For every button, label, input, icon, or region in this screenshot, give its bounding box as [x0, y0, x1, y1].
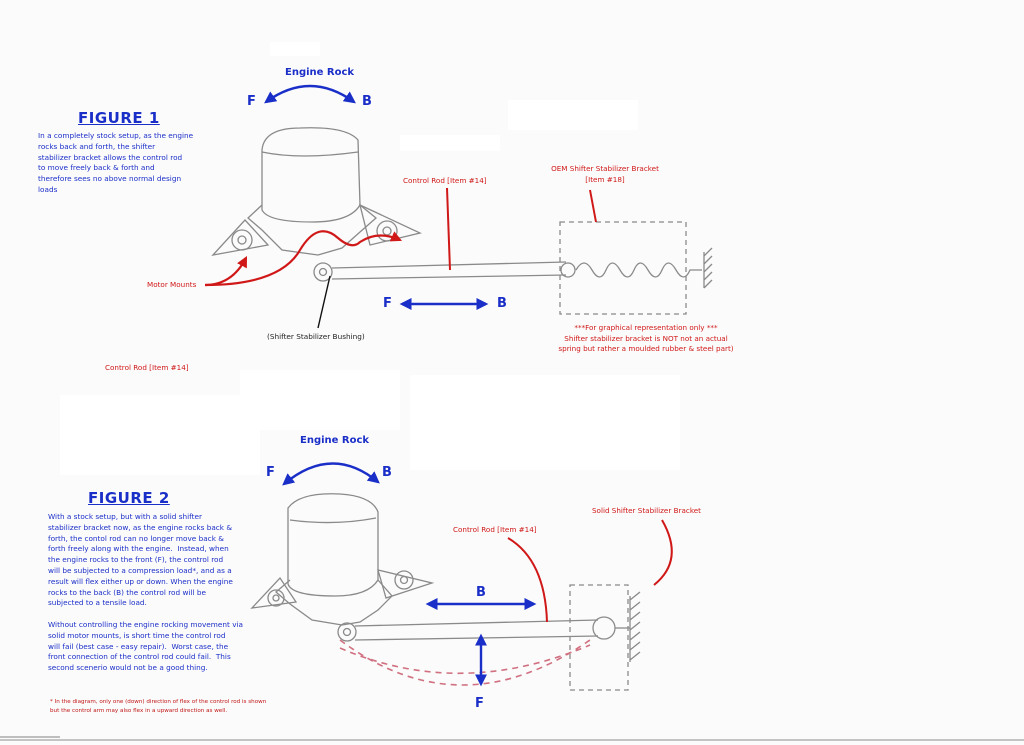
rock-f-label: F [266, 465, 275, 480]
engine-rock-arrow [264, 84, 356, 104]
graphical-note: ***For graphical representation only ***… [558, 323, 734, 353]
flex-curve [339, 639, 591, 686]
motor-mount-arrow [204, 230, 403, 287]
bushing-label: (Shifter Stabilizer Bushing) [267, 332, 365, 341]
bushing-leader [317, 275, 331, 329]
oem-bracket-label: OEM Shifter Stabilizer Bracket [Item #18… [551, 164, 659, 184]
rod-b-label: B [476, 585, 486, 600]
figure2-footnote: * In the diagram, only one (down) direct… [50, 699, 267, 714]
erase-patch [410, 375, 680, 470]
erase-patch [270, 42, 320, 56]
flex-f-label: F [475, 696, 484, 711]
figure2-description: With a stock setup, but with a solid shi… [48, 512, 244, 673]
erase-patch [240, 370, 400, 430]
motor-mounts-label: Motor Mounts [147, 280, 197, 289]
engine-rock-label: Engine Rock [285, 67, 355, 78]
rod-b-label: B [497, 296, 507, 311]
rock-f-label: F [247, 94, 256, 109]
engine-rock-label: Engine Rock [300, 435, 370, 446]
figure2-engine [250, 493, 641, 691]
bracket-leader [653, 519, 673, 586]
control-rod-label: Control Rod [Item #14] [453, 525, 537, 534]
control-rod-leader [446, 187, 451, 271]
motor-mount-arrow [204, 256, 248, 287]
figure1-description: In a completely stock setup, as the engi… [38, 131, 194, 194]
bracket-leader [589, 189, 597, 223]
erase-patch [400, 135, 500, 151]
figure2-title: FIGURE 2 [88, 489, 170, 507]
erase-patch [60, 395, 260, 475]
flex-curve [339, 644, 591, 675]
control-rod-label: Control Rod [Item #14] [403, 176, 487, 185]
figure1-engine [211, 127, 713, 315]
solid-bracket-label: Solid Shifter Stabilizer Bracket [592, 506, 701, 515]
engine-rock-arrow [282, 462, 380, 486]
stray-control-rod-label: Control Rod [Item #14] [105, 363, 189, 372]
control-rod-leader [507, 537, 548, 623]
figure1-title: FIGURE 1 [78, 109, 160, 127]
erase-patch [508, 100, 638, 130]
rock-b-label: B [382, 465, 392, 480]
rod-f-label: F [383, 296, 392, 311]
rock-b-label: B [362, 94, 372, 109]
